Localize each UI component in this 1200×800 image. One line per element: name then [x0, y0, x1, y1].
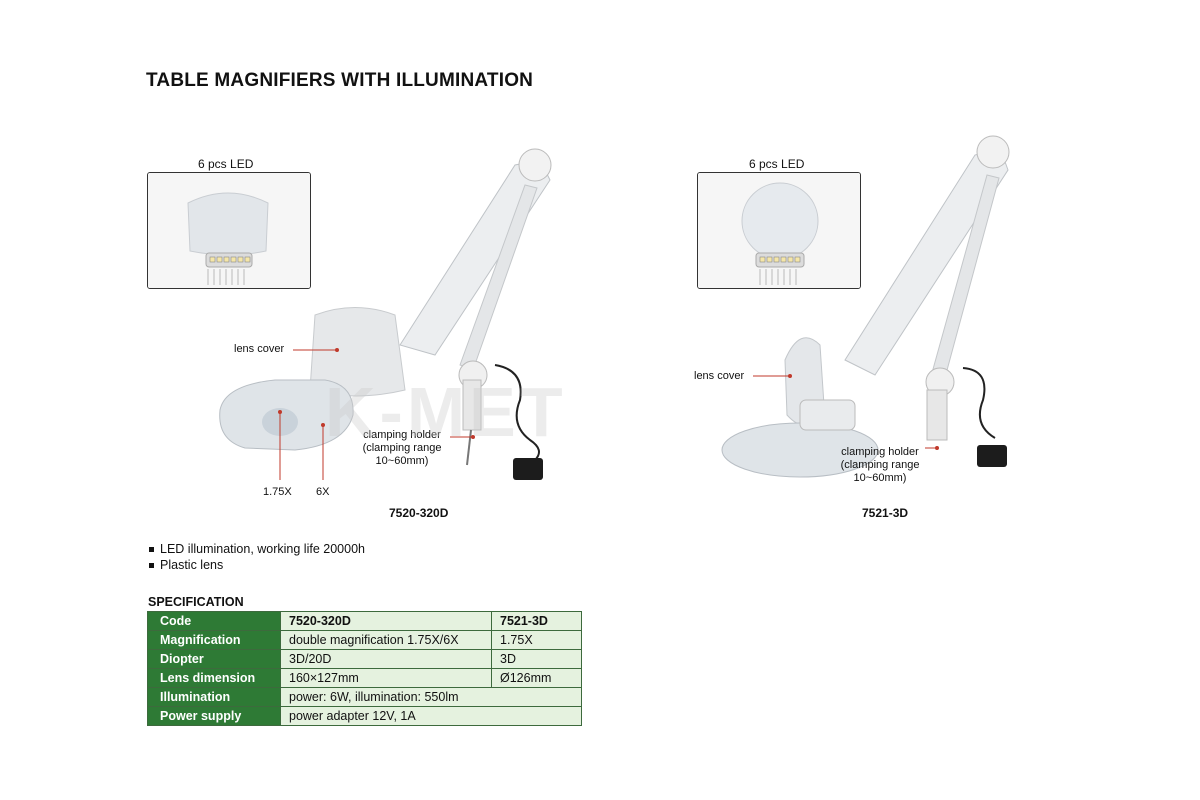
spec-value: 160×127mm: [280, 668, 492, 688]
spec-value: power: 6W, illumination: 550lm: [280, 687, 582, 707]
spec-table: Code 7520-320D 7521-3D Magnification dou…: [147, 611, 582, 726]
inset-caption-2: 6 pcs LED: [749, 157, 805, 171]
led-inset-image-2: [697, 172, 861, 289]
page-title: TABLE MAGNIFIERS WITH ILLUMINATION: [146, 70, 534, 91]
feature-item: LED illumination, working life 20000h: [148, 541, 365, 557]
spec-value: 7520-320D: [280, 611, 492, 631]
spec-value: 1.75X: [491, 630, 582, 650]
model-label-2: 7521-3D: [862, 506, 909, 520]
spec-value: 3D/20D: [280, 649, 492, 669]
spec-key: Illumination: [147, 687, 281, 707]
led-round-head-illustration: [698, 173, 860, 288]
spec-key: Code: [147, 611, 281, 631]
table-row: Diopter 3D/20D 3D: [147, 649, 582, 669]
feature-list: LED illumination, working life 20000h Pl…: [148, 541, 365, 573]
table-row: Power supply power adapter 12V, 1A: [147, 706, 582, 726]
spec-key: Power supply: [147, 706, 281, 726]
clamp-label-2: clamping holder (clamping range 10~60mm): [840, 446, 920, 484]
table-row: Code 7520-320D 7521-3D: [147, 611, 582, 631]
spec-value: power adapter 12V, 1A: [280, 706, 582, 726]
model-label-1: 7520-320D: [389, 506, 449, 520]
spec-value: double magnification 1.75X/6X: [280, 630, 492, 650]
magnifier-7520-320D-illustration: [219, 148, 552, 480]
led-lamp-head-illustration: [148, 173, 310, 288]
magnifier-7521-3D-illustration: [721, 135, 1010, 478]
table-row: Lens dimension 160×127mm Ø126mm: [147, 668, 582, 688]
spec-value: 3D: [491, 649, 582, 669]
magnification-label-low: 1.75X: [263, 486, 292, 498]
magnification-label-high: 6X: [316, 486, 330, 498]
table-row: Magnification double magnification 1.75X…: [147, 630, 582, 650]
spec-key: Diopter: [147, 649, 281, 669]
inset-caption-1: 6 pcs LED: [198, 157, 254, 171]
spec-key: Magnification: [147, 630, 281, 650]
clamp-label-1: clamping holder (clamping range 10~60mm): [362, 429, 442, 467]
lens-cover-label-2: lens cover: [694, 370, 745, 382]
feature-item: Plastic lens: [148, 557, 365, 573]
led-inset-image-1: [147, 172, 311, 289]
watermark: K-MET: [325, 373, 567, 451]
spec-value: Ø126mm: [491, 668, 582, 688]
spec-title: SPECIFICATION: [148, 595, 244, 609]
table-row: Illumination power: 6W, illumination: 55…: [147, 687, 582, 707]
lens-cover-label-1: lens cover: [234, 343, 285, 355]
spec-key: Lens dimension: [147, 668, 281, 688]
spec-value: 7521-3D: [491, 611, 582, 631]
